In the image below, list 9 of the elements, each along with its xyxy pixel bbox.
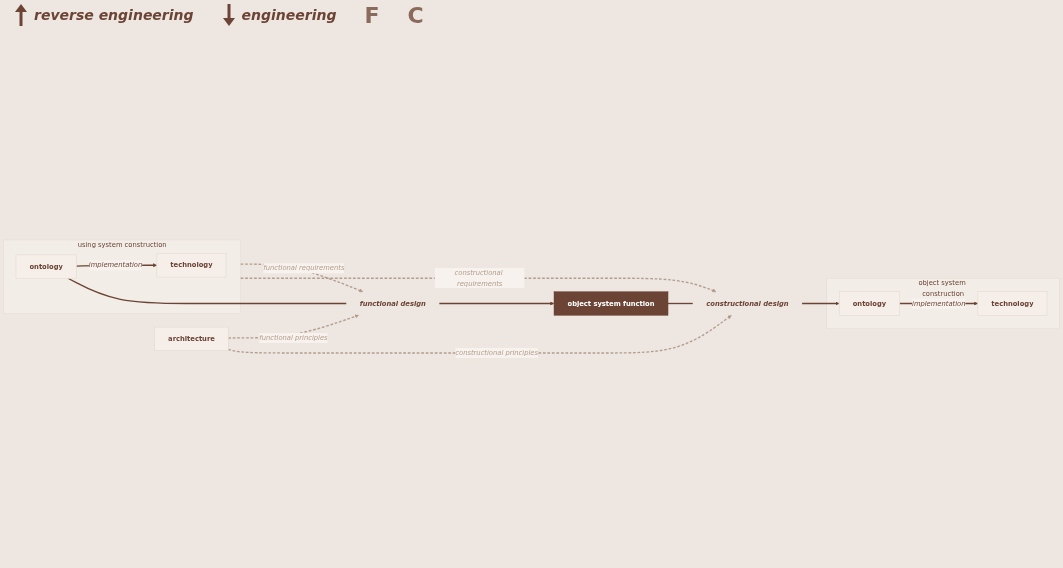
arrow [240,263,364,293]
connector [667,302,694,305]
arrow [801,301,840,306]
connector [67,277,347,305]
letter-mark: C [407,2,424,28]
note-text: reverse engineering [34,7,194,23]
letter-mark: F [364,2,380,28]
note-text: engineering [241,7,337,23]
arrow [438,301,555,306]
